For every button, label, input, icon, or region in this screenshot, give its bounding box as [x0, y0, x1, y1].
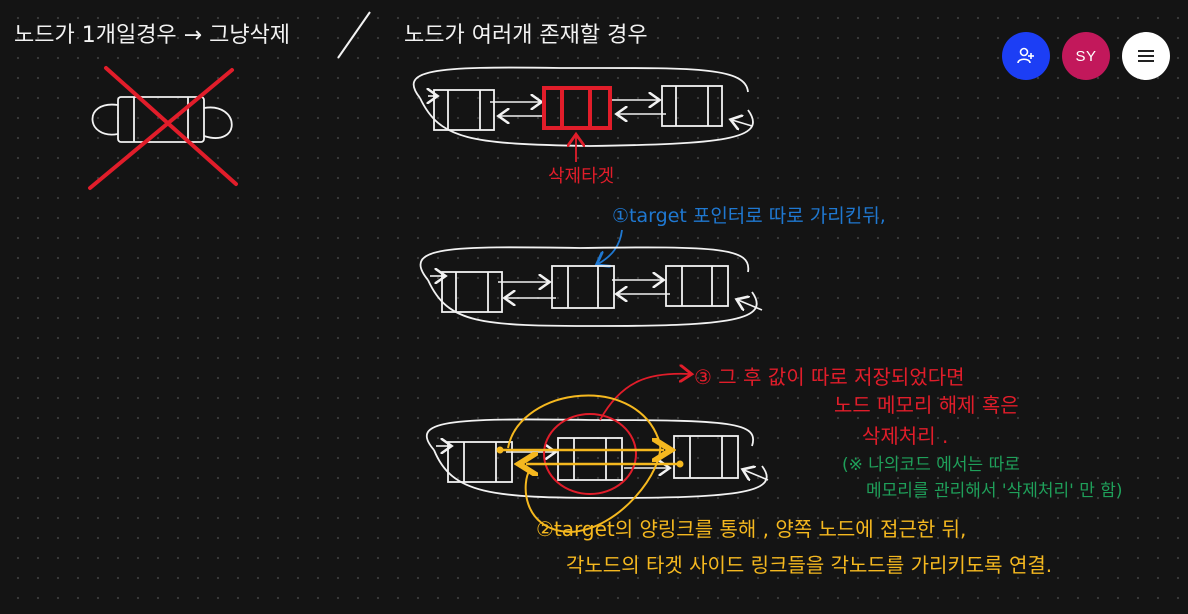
list-with-target-pointer	[419, 246, 763, 327]
list-relinked	[425, 418, 769, 499]
relink-paths	[496, 394, 684, 534]
menu-button[interactable]	[1122, 32, 1170, 80]
heading-multi-node: 노드가 여러개 존재할 경우	[404, 23, 648, 48]
divider-slash	[337, 11, 371, 59]
green-note-line2: 메모리를 관리해서 '삭제처리' 만 함)	[866, 481, 1123, 501]
top-right-toolbar: SY	[1002, 32, 1170, 80]
invite-button[interactable]	[1002, 32, 1050, 80]
user-avatar[interactable]: SY	[1062, 32, 1110, 80]
list-before-deletion	[412, 66, 754, 147]
add-user-icon	[1017, 47, 1034, 64]
target-pointer-arrow	[598, 229, 623, 264]
hamburger-menu-icon	[1138, 50, 1154, 62]
delete-target-label: 삭제타겟	[548, 166, 614, 187]
step2-note-line2: 각노드의 타겟 사이드 링크들을 각노드를 가리키도록 연결.	[566, 553, 1052, 577]
heading-single-node: 노드가 1개일경우 → 그냥삭제	[14, 23, 290, 48]
step3-note-line3: 삭제처리 .	[862, 424, 948, 448]
deleted-node-circle	[543, 413, 637, 495]
cross-out-mark	[88, 66, 238, 190]
delete-target-node	[542, 86, 612, 130]
step2-note-line1: ②target의 양링크를 통해 , 양쪽 노드에 접근한 뒤,	[536, 517, 966, 541]
green-note-line1: (※ 나의코드 에서는 따로	[842, 455, 1020, 475]
step3-note-line1: ③ 그 후 값이 따로 저장되었다면	[694, 365, 965, 389]
step1-note: ①target 포인터로 따로 가리킨뒤,	[612, 205, 886, 227]
step3-note-line2: 노드 메모리 해제 혹은	[834, 393, 1019, 417]
step3-arrow	[599, 374, 690, 421]
